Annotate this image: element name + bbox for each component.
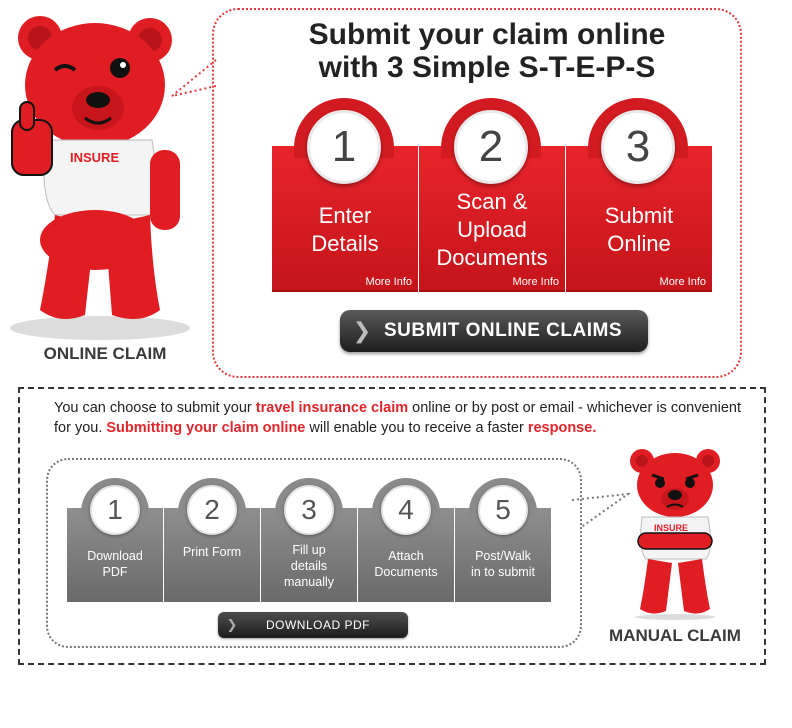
response-highlight: response. [527, 420, 597, 436]
speech-bubble-tail [171, 59, 217, 97]
step-label-line: PDF [102, 565, 128, 579]
step-number: 3 [284, 485, 334, 535]
manual-step-5: 5 Post/Walk in to submit [455, 478, 551, 602]
chevron-right-icon: ❯ [226, 617, 238, 632]
more-info-link[interactable]: More Info [365, 276, 412, 288]
step-label-line: in to submit [471, 565, 535, 579]
headline-line-1: Submit your claim online [308, 18, 666, 51]
headline-line-2: with 3 Simple S-T-E-P-S [318, 51, 656, 84]
step-number: 5 [478, 485, 528, 535]
step-number: 1 [307, 110, 381, 184]
manual-step-3: 3 Fill up details manually [261, 478, 357, 602]
manual-claim-box [18, 387, 766, 665]
shirt-logo: INSURE [654, 523, 688, 533]
step-number: 2 [187, 485, 237, 535]
step-label: Scan & Upload Documents [419, 188, 565, 272]
travel-insurance-claim-link[interactable]: travel insurance claim [255, 400, 409, 416]
submit-claim-online-link[interactable]: Submitting your claim online [106, 420, 306, 436]
step-label-line: Attach [388, 549, 424, 563]
online-steps: 1 Enter Details More Info 2 Scan & Uploa… [272, 96, 712, 292]
step-number: 2 [454, 110, 528, 184]
step-label: Post/Walk in to submit [455, 548, 551, 580]
online-claim-label: ONLINE CLAIM [43, 344, 167, 363]
submit-online-claims-label: SUBMIT ONLINE CLAIMS [384, 320, 622, 341]
online-claim-headline: Submit your claim online with 3 Simple S… [232, 18, 742, 84]
manual-claim-label: MANUAL CLAIM [609, 626, 741, 645]
step-label: Print Form [164, 544, 260, 560]
online-step-1[interactable]: 1 Enter Details More Info [272, 98, 418, 292]
step-label-line: Print Form [182, 545, 242, 559]
step-number: 1 [90, 485, 140, 535]
online-step-2[interactable]: 2 Scan & Upload Documents More Info [419, 98, 565, 292]
step-label-line: Scan & [456, 189, 528, 214]
step-label-line: Upload [457, 217, 527, 242]
step-label-line: Details [311, 231, 379, 256]
more-info-link[interactable]: More Info [659, 276, 706, 288]
shirt-logo: INSURE [70, 150, 119, 165]
step-label-line: Online [607, 231, 671, 256]
step-label: Enter Details [272, 202, 418, 258]
submit-online-claims-button[interactable]: ❯ SUBMIT ONLINE CLAIMS [340, 310, 648, 352]
step-label: Fill up details manually [261, 542, 357, 590]
step-label-line: manually [283, 575, 335, 589]
intro-text: You can choose to submit your [54, 400, 256, 416]
online-claim-bubble [212, 8, 742, 378]
bear-mascot-thumbs-up: INSURE [10, 16, 190, 340]
step-label-line: details [290, 559, 328, 573]
claim-intro-text: You can choose to submit your travel ins… [54, 398, 754, 438]
step-number: 3 [601, 110, 675, 184]
step-label-line: Documents [374, 565, 438, 579]
step-label: Attach Documents [358, 548, 454, 580]
step-label-line: Fill up [292, 543, 326, 557]
step-label-line: Post/Walk [475, 549, 531, 563]
online-step-3[interactable]: 3 Submit Online More Info [566, 98, 712, 292]
step-number: 4 [381, 485, 431, 535]
intro-text: will enable you to receive a faster [305, 420, 528, 436]
download-pdf-label: DOWNLOAD PDF [265, 618, 370, 632]
step-label-line: Enter [318, 203, 372, 228]
manual-step-4: 4 Attach Documents [358, 478, 454, 602]
manual-step-1: 1 Download PDF [67, 478, 163, 602]
chevron-right-icon: ❯ [352, 318, 372, 343]
intro-text: online or by post or email - whichever i… [54, 400, 741, 436]
step-label-line: Documents [436, 245, 548, 270]
step-label: Download PDF [67, 548, 163, 580]
manual-steps: 1 Download PDF 2 Print Form 3 Fill up de… [67, 476, 551, 602]
step-label: Submit Online [566, 202, 712, 258]
bear-mascot-arms-crossed: INSURE [630, 449, 720, 620]
manual-claim-bubble [46, 458, 582, 648]
download-pdf-button[interactable]: ❯ DOWNLOAD PDF [218, 612, 408, 638]
more-info-link[interactable]: More Info [512, 276, 559, 288]
manual-step-2: 2 Print Form [164, 478, 260, 602]
step-label-line: Download [87, 549, 143, 563]
step-label-line: Submit [604, 203, 674, 228]
speech-bubble-tail [571, 492, 630, 529]
